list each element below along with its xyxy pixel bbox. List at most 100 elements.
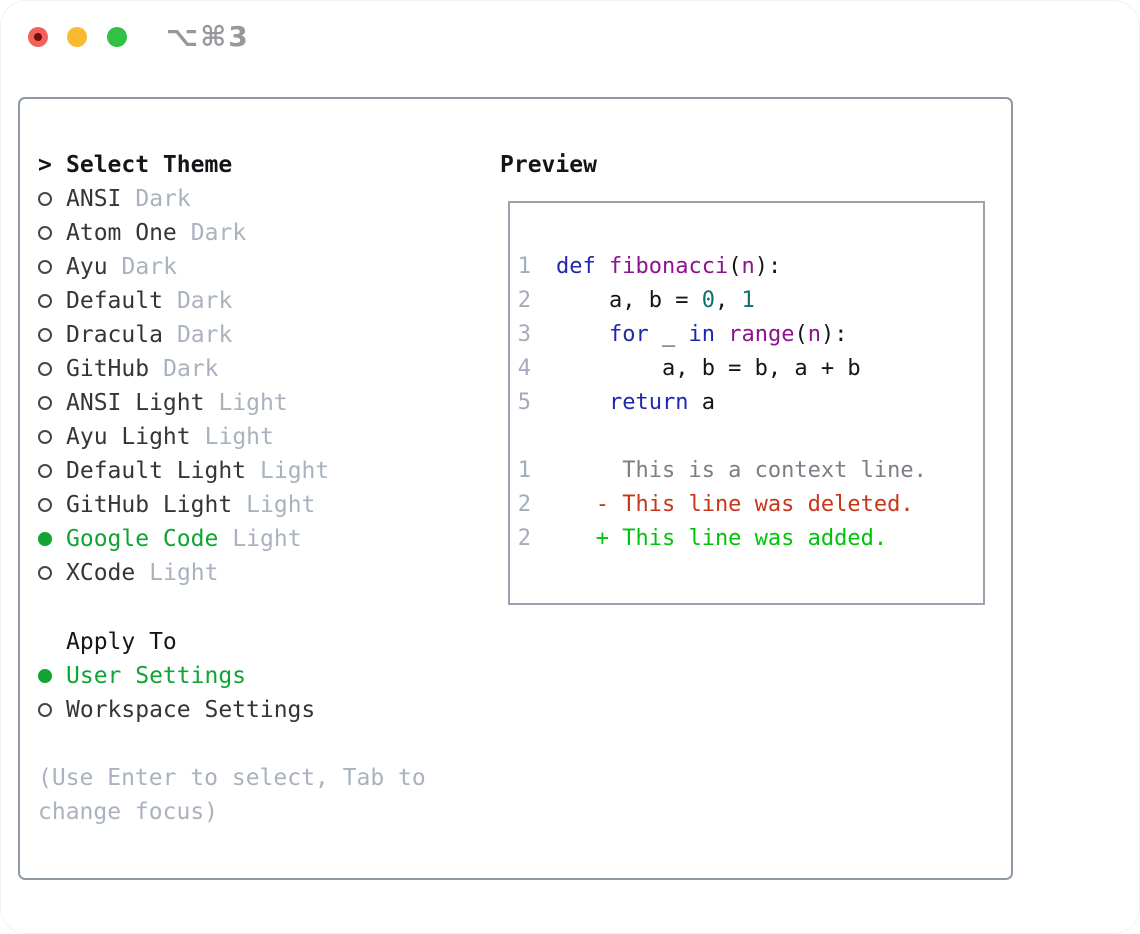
code-line: 4 a, b = b, a + b [517,351,983,385]
code-segment [596,254,609,279]
line-number: 4 [517,355,531,381]
radio-icon [38,260,52,274]
radio-icon [38,192,52,206]
theme-variant: Light [149,560,219,586]
code-line: 2 a, b = 0, 1 [517,283,983,317]
line-number: 2 [517,287,531,313]
code-segment: This is a context line. [556,457,927,483]
line-number: 2 [517,491,531,517]
theme-variant: Dark [163,356,219,382]
apply-to-option-label: Workspace Settings [66,697,316,723]
line-number: 5 [517,389,531,415]
code-segment: - This line was deleted. [556,491,914,517]
zoom-button[interactable] [107,27,127,47]
theme-option[interactable]: Default Light Light [38,454,329,488]
radio-selected-icon [38,669,52,683]
line-number: 2 [517,525,531,551]
theme-name: Default [66,288,163,314]
theme-variant: Dark [176,288,233,314]
code-segment: ): [820,321,848,347]
theme-variant: Light [218,390,288,416]
theme-variant: Dark [176,322,233,348]
theme-name: Ayu [66,254,108,280]
code-segment: fibonacci [609,253,729,279]
code-segment: ( [794,321,808,347]
code-segment: 0 [701,287,715,313]
code-line: 1 This is a context line. [517,453,983,487]
theme-option[interactable]: GitHub Dark [38,352,329,386]
theme-option[interactable]: GitHub Light Light [38,488,329,522]
code-segment: n [741,253,755,279]
code-segment: a, b = b, a + b [556,355,861,381]
radio-icon [38,430,52,444]
code-line: 3 for _ in range(n): [517,317,983,351]
theme-option[interactable]: Default Dark [38,284,329,318]
prompt-icon: > [38,152,52,178]
hint-line-1: (Use Enter to select, Tab to [38,765,426,791]
code-segment [556,390,609,415]
theme-variant: Light [260,458,330,484]
code-segment: a [688,389,715,415]
code-line: 2 + This line was added. [517,521,983,555]
code-segment [715,322,728,347]
theme-option[interactable]: Dracula Dark [38,318,329,352]
theme-option[interactable]: Ayu Light Light [38,420,329,454]
minimize-button[interactable] [67,27,87,47]
code-segment: _ [648,321,689,347]
code-segment [556,322,609,347]
apply-to-option[interactable]: Workspace Settings [38,693,315,727]
radio-selected-icon [38,532,52,546]
code-segment: in [688,321,715,347]
select-theme-header: > Select Theme [38,148,329,182]
apply-to-title: Apply To [66,629,177,655]
apply-to-option[interactable]: User Settings [38,659,315,693]
radio-icon [38,226,52,240]
line-number: 1 [517,253,531,279]
code-segment: ( [728,253,742,279]
theme-variant: Light [204,424,274,450]
theme-option[interactable]: ANSI Light Light [38,386,329,420]
theme-name: GitHub [66,356,150,382]
hint-text: (Use Enter to select, Tab to change focu… [38,761,426,829]
radio-icon [38,703,52,717]
theme-variant: Dark [121,254,177,280]
theme-name: Atom One [66,220,177,246]
theme-name: Google Code [66,526,219,552]
theme-name: GitHub Light [66,492,233,518]
apply-to-header: Apply To [38,625,315,659]
code-segment: n [807,321,821,347]
close-button[interactable] [28,27,48,47]
theme-name: Ayu Light [66,424,191,450]
close-dot-icon [34,33,42,41]
radio-icon [38,566,52,580]
window-title-shortcut: ⌥⌘3 [166,20,250,53]
theme-option[interactable]: Atom One Dark [38,216,329,250]
radio-icon [38,328,52,342]
theme-name: Dracula [66,322,163,348]
theme-name: ANSI Light [66,390,205,416]
code-segment: def [556,253,596,279]
code-segment: + This line was added. [556,525,888,551]
apply-to-option-label: User Settings [66,663,247,689]
radio-icon [38,396,52,410]
theme-variant: Dark [135,186,191,212]
theme-name: Default Light [66,458,247,484]
theme-option[interactable]: XCode Light [38,556,329,590]
code-segment: for [608,321,649,347]
theme-option[interactable]: Ayu Dark [38,250,329,284]
theme-variant: Dark [190,220,247,246]
theme-name: XCode [66,560,136,586]
code-line [517,419,983,453]
radio-icon [38,294,52,308]
line-number: 1 [517,457,531,483]
theme-variant: Light [246,492,316,518]
preview-title: Preview [500,152,597,178]
select-theme-title: Select Theme [66,152,233,178]
